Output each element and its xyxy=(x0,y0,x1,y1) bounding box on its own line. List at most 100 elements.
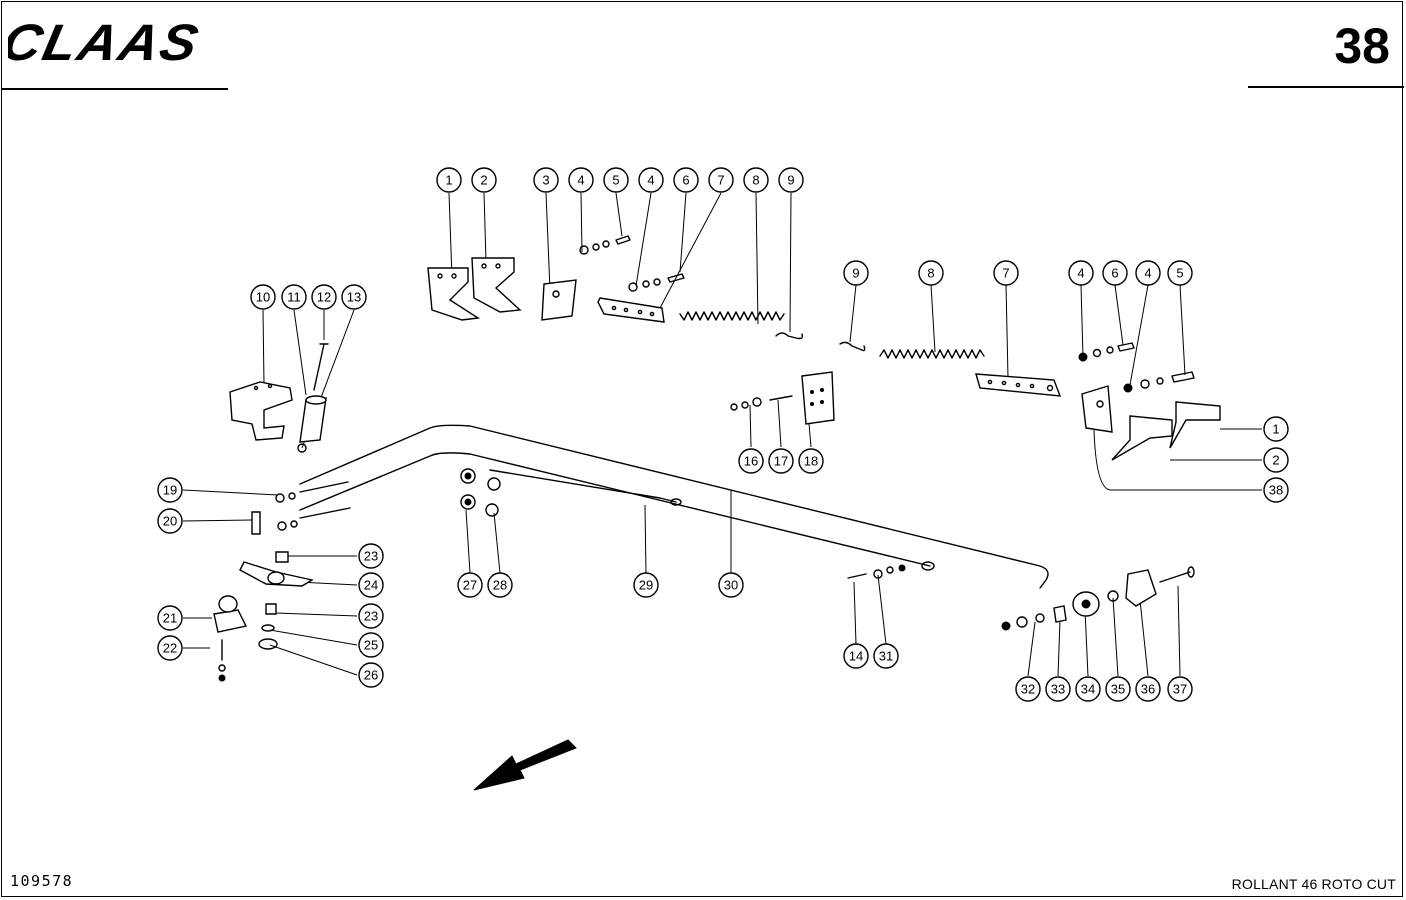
hook-9-right xyxy=(839,341,866,352)
tension-strap-7-right xyxy=(975,373,1062,397)
svg-text:25: 25 xyxy=(364,638,378,653)
callout: 5 xyxy=(1167,260,1193,286)
callout: 7 xyxy=(993,260,1019,286)
svg-text:8: 8 xyxy=(752,173,759,188)
callout: 34 xyxy=(1075,676,1101,702)
callout: 18 xyxy=(798,448,824,474)
svg-text:14: 14 xyxy=(849,649,863,664)
bolt-22 xyxy=(218,639,226,682)
callout: 13 xyxy=(341,284,367,310)
callout: 36 xyxy=(1135,676,1161,702)
svg-text:5: 5 xyxy=(1176,266,1183,281)
callout: 2 xyxy=(471,167,497,193)
knife-blade-1-right xyxy=(1169,401,1221,449)
bolt-14-washers xyxy=(847,561,935,579)
callout: 6 xyxy=(673,167,699,193)
svg-text:31: 31 xyxy=(879,649,893,664)
svg-text:30: 30 xyxy=(724,578,738,593)
callout-group-right-side: 1 2 38 xyxy=(1263,416,1289,503)
svg-text:4: 4 xyxy=(647,173,654,188)
callout: 31 xyxy=(873,643,899,669)
callout: 32 xyxy=(1015,676,1041,702)
washers-right xyxy=(1078,342,1195,393)
callout: 1 xyxy=(436,167,462,193)
callout: 33 xyxy=(1045,676,1071,702)
brand-logo-text: CLAAS xyxy=(8,18,205,70)
spring-8 xyxy=(679,311,785,321)
knife-holder-38 xyxy=(1081,385,1113,433)
svg-text:2: 2 xyxy=(1272,453,1279,468)
svg-text:13: 13 xyxy=(347,290,361,305)
callout: 19 xyxy=(157,477,183,503)
svg-text:35: 35 xyxy=(1111,682,1125,697)
pin-20 xyxy=(251,511,261,535)
hook-9 xyxy=(775,332,804,340)
svg-text:7: 7 xyxy=(717,173,724,188)
callout: 4 xyxy=(568,167,594,193)
callout: 6 xyxy=(1102,260,1128,286)
svg-text:32: 32 xyxy=(1021,682,1035,697)
crank-rod xyxy=(299,424,1049,589)
svg-text:7: 7 xyxy=(1002,266,1009,281)
svg-text:9: 9 xyxy=(787,173,794,188)
callout: 27 xyxy=(457,572,483,598)
crank-lever-24 xyxy=(239,561,314,587)
svg-text:23: 23 xyxy=(364,549,378,564)
bushing-23 xyxy=(265,551,289,615)
callout: 38 xyxy=(1263,477,1289,503)
svg-text:4: 4 xyxy=(1077,266,1084,281)
callout-group-left: 19 20 21 22 23 24 23 25 26 xyxy=(157,477,384,688)
model-name: ROLLANT 46 ROTO CUT xyxy=(1231,876,1396,892)
svg-text:22: 22 xyxy=(163,641,177,656)
callout: 4 xyxy=(1068,260,1094,286)
washers-4-5 xyxy=(579,235,685,292)
callout: 37 xyxy=(1167,676,1193,702)
svg-text:2: 2 xyxy=(480,173,487,188)
page-number: 38 xyxy=(1334,18,1390,74)
roller-11 xyxy=(299,395,327,443)
callout: 35 xyxy=(1105,676,1131,702)
svg-text:19: 19 xyxy=(163,483,177,498)
svg-text:8: 8 xyxy=(927,266,934,281)
callout: 23 xyxy=(358,543,384,569)
hub-group xyxy=(1001,566,1195,631)
svg-text:4: 4 xyxy=(1144,266,1151,281)
svg-text:6: 6 xyxy=(682,173,689,188)
tie-rod-ends-left xyxy=(299,481,351,519)
svg-text:21: 21 xyxy=(163,611,177,626)
bolt-17-washers xyxy=(730,395,793,411)
callout-group-pin: 14 31 xyxy=(843,643,899,669)
svg-text:34: 34 xyxy=(1081,682,1095,697)
svg-text:3: 3 xyxy=(542,173,549,188)
tension-strap-7 xyxy=(597,297,665,323)
spring-8-right xyxy=(879,349,985,359)
bracket-10 xyxy=(229,381,293,441)
callout-group-bolt: 16 17 18 xyxy=(738,448,824,474)
callout: 2 xyxy=(1263,447,1289,473)
svg-text:33: 33 xyxy=(1051,682,1065,697)
svg-text:4: 4 xyxy=(577,173,584,188)
svg-text:10: 10 xyxy=(256,290,270,305)
callout: 21 xyxy=(157,605,183,631)
callout: 16 xyxy=(738,448,764,474)
knife-blade-2-right xyxy=(1111,415,1173,461)
callout-group-mount: 10 11 12 13 xyxy=(250,284,367,310)
svg-text:6: 6 xyxy=(1111,266,1118,281)
svg-text:12: 12 xyxy=(317,290,331,305)
callout: 24 xyxy=(358,572,384,598)
callout-group-top-row: 1 2 3 4 5 4 6 7 8 9 xyxy=(436,167,804,193)
callout-group-right-row: 9 8 7 4 6 4 5 xyxy=(843,260,1193,286)
svg-text:37: 37 xyxy=(1173,682,1187,697)
callout: 12 xyxy=(311,284,337,310)
callout: 9 xyxy=(778,167,804,193)
callout: 5 xyxy=(603,167,629,193)
svg-text:18: 18 xyxy=(804,454,818,469)
callout: 8 xyxy=(918,260,944,286)
callout: 17 xyxy=(768,448,794,474)
svg-text:29: 29 xyxy=(639,578,653,593)
bearing-21 xyxy=(213,595,248,633)
knife-blade-1 xyxy=(427,267,481,321)
svg-text:24: 24 xyxy=(364,578,378,593)
